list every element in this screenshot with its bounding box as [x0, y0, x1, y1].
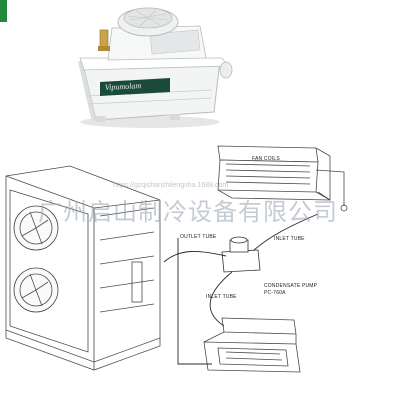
label-outlet-tube: OUTLET TUBE — [180, 234, 217, 240]
corner-tab — [0, 0, 7, 22]
tubes — [163, 213, 319, 365]
company-watermark: 广州启山制冷设备有限公司 — [38, 198, 338, 226]
label-fan-coils: FAN COILS — [252, 156, 280, 162]
outdoor-unit — [5, 165, 161, 371]
label-condensate-pump: CONDENSATE PUMP — [264, 283, 318, 289]
label-pump-model: PC-760A — [264, 290, 286, 296]
label-inlet-tube-top: INLET TUBE — [274, 236, 305, 242]
diagram-pump — [221, 236, 261, 273]
label-inlet-tube-bottom: INLET TUBE — [206, 294, 237, 300]
watermark-url: https://gzqishanzhilengsha.1688.com — [113, 182, 229, 189]
cassette-unit — [203, 317, 301, 373]
fan-coil-unit — [217, 145, 348, 212]
brand-label-text: Vipumolam — [105, 81, 142, 92]
condensate-pump-product: Vipumolam — [78, 7, 233, 128]
